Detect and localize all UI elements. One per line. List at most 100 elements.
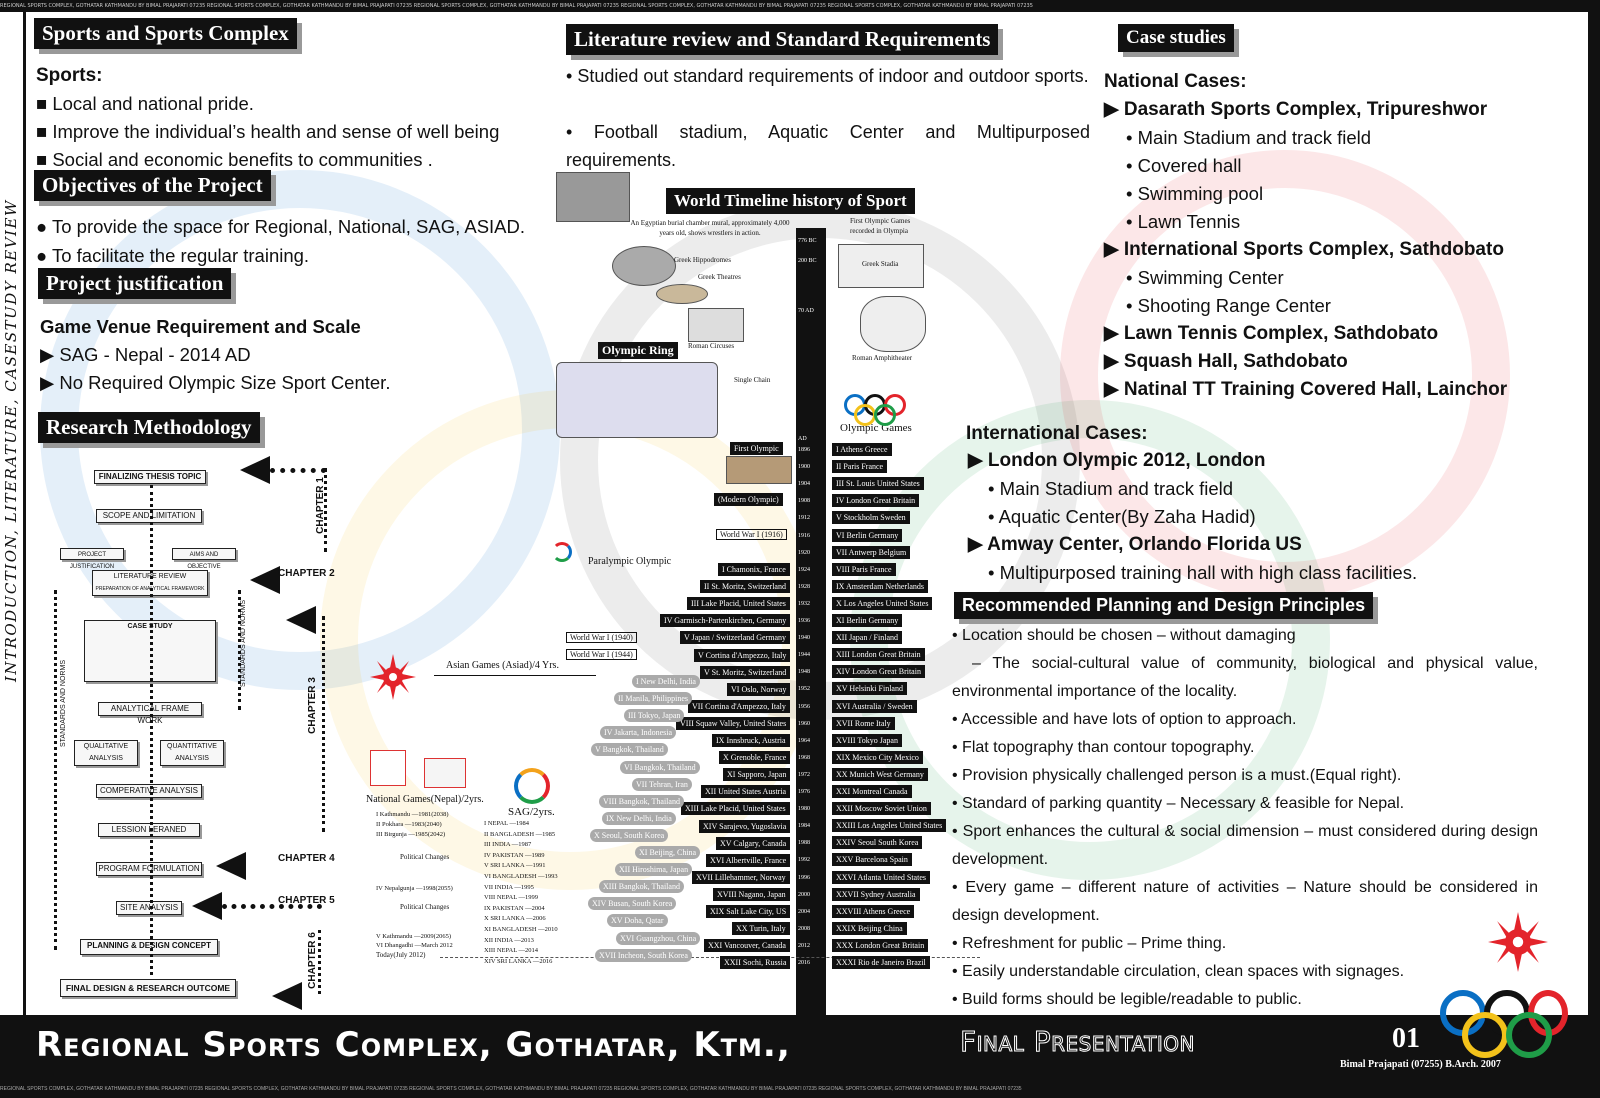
sag-entry: VIII NEPAL —1999 [484, 894, 539, 902]
timeline-year: 2012 [798, 942, 810, 949]
summer-games-entry: XXVIII Athens Greece [832, 904, 915, 918]
nepal-olympic-logo [424, 758, 466, 788]
national-cases-heading: National Cases: [1104, 71, 1247, 92]
sports-item-text: Improve the individual’s health and sens… [52, 121, 500, 142]
today-line [440, 957, 980, 958]
chapter-dots [222, 904, 322, 909]
year-200bc: 200 BC [798, 258, 817, 264]
asian-games-entry: I New Delhi, India [632, 675, 700, 688]
principles-title: Recommended Planning and Design Principl… [954, 592, 1374, 619]
justification-title: Project justification [38, 268, 232, 299]
summer-games-entry: XIII London Great Britain [832, 648, 925, 662]
sag-entry: VI BANGLADESH —1993 [484, 873, 558, 880]
flow-line-left [54, 590, 57, 950]
modern-olympic-label: (Modern Olympic) [714, 493, 783, 506]
winter-games-entry: XIX Salt Lake City, US [706, 905, 791, 918]
principle-item: • Location should be chosen – without da… [952, 627, 1296, 644]
summer-games-entry: XXIII Los Angeles United States [832, 819, 947, 833]
box-scope: SCOPE AND LIMITATION [96, 509, 202, 523]
summer-games-entry: XI Berlin Germany [832, 614, 903, 627]
summer-games-entry: XXII Moscow Soviet Union [832, 802, 931, 816]
winter-games-entry: XXI Vancouver, Canada [704, 939, 790, 953]
sag-entry: VII INDIA —1995 [484, 883, 534, 891]
asian-games-entry: XVI Guangzhou, China [616, 931, 701, 945]
asian-games-entry: X Seoul, South Korea [590, 828, 669, 842]
sag-entry: IX PAKISTAN —2004 [484, 904, 545, 912]
sports-item-text: Local and national pride. [52, 93, 254, 114]
sag-entry: XIII NEPAL —2014 [484, 947, 539, 955]
box-thesis: FINALIZING THESIS TOPIC [94, 470, 206, 484]
summer-games-entry: XXVI Atlanta United States [832, 870, 930, 884]
winter-games-entry: I Chamonix, France [718, 563, 790, 576]
asian-games-entry: XV Doha, Qatar [607, 914, 668, 928]
summer-games-entry: XII Japan / Finland [832, 631, 902, 645]
timeline-year: 1912 [798, 515, 810, 522]
principle-item: • Flat topography than contour topograph… [952, 739, 1255, 756]
objective-text: To facilitate the regular training. [51, 245, 310, 266]
timeline-year: 1988 [798, 840, 810, 847]
olympic-games-label: Olympic Games [840, 422, 912, 434]
theatre-image [656, 284, 708, 304]
winter-games-entry: VII Cortina d'Ampezzo, Italy [688, 699, 790, 713]
side-label-right: STANDARDS AND NORMS [240, 600, 247, 687]
winter-games-entry: XVII Lillehammer, Norway [692, 870, 790, 884]
box-project-justification: PROJECT JUSTIFICATION [60, 548, 124, 570]
summer-games-entry: XXV Barcelona Spain [832, 853, 912, 867]
asian-games-label: Asian Games (Asiad)/4 Yrs. [446, 660, 559, 671]
winter-games-entry: XIV Sarajevo, Yugoslavia [699, 819, 791, 833]
timeline-year: 2016 [798, 960, 810, 966]
principle-item: • Provision physically challenged person… [952, 767, 1402, 784]
chapter-arrow-icon [286, 606, 316, 634]
chapter-1-label: CHAPTER 1 [314, 477, 326, 534]
literature-item-1: • Studied out standard requirements of i… [566, 66, 1089, 86]
ww2a-label: World War I (1940) [566, 632, 637, 643]
winter-games-entry: X Grenoble, France [719, 751, 791, 765]
timeline-year: 1900 [798, 464, 810, 471]
winter-games-entry: V St. Moritz, Switzerland [700, 665, 791, 679]
sports-title: Sports and Sports Complex [34, 18, 297, 49]
objectives-title: Objectives of the Project [34, 170, 271, 201]
winter-games-entry: XXII Sochi, Russia [720, 956, 791, 970]
national-games-label: National Games(Nepal)/2yrs. [366, 794, 484, 805]
timeline-year: 2008 [798, 925, 810, 932]
chapter-arrow-icon [216, 852, 246, 880]
principle-item: • Easily understandable circulation, cle… [952, 963, 1405, 980]
chapter-arrow-icon [192, 892, 222, 920]
roman-circus-image [688, 308, 744, 342]
winter-games-entry: IX Innsbruck, Austria [712, 734, 790, 747]
timeline-year: 2000 [798, 891, 810, 898]
winter-games-entry: XI Sapporo, Japan [723, 768, 791, 782]
year-776bc: 776 BC [798, 238, 817, 244]
national-games-entry: VI Dhangadhi —March 2012 [376, 942, 453, 949]
summer-games-entry: VII Antwerp Belgium [832, 545, 911, 559]
olympic-ring-yellow-icon [1462, 1012, 1508, 1058]
flow-line-right [238, 590, 241, 710]
footer: Regional Sports Complex, Gothatar, Ktm.,… [0, 1015, 1600, 1098]
national-games-entry: I Kathmandu —1981(2038) [376, 811, 449, 818]
roman-circus-label: Roman Circuses [688, 342, 735, 350]
chapter-4-label: CHAPTER 4 [278, 853, 335, 864]
olympic-ring-title: Olympic Ring [598, 342, 678, 359]
timeline-year: 1960 [798, 720, 810, 727]
paralympic-label: Paralympic Olympic [588, 556, 672, 567]
timeline-year: 1976 [798, 789, 810, 795]
justification-text: No Required Olympic Size Sport Center. [59, 372, 391, 393]
case-item: ▶ Squash Hall, Sathdobato [1104, 351, 1348, 372]
summer-games-entry: XXVII Sydney Australia [832, 887, 920, 901]
timeline-year: 1968 [798, 754, 810, 761]
side-label-left: STANDARDS AND NORMS [60, 660, 67, 747]
summer-games-entry: XVI Australia / Sweden [832, 699, 917, 713]
national-games-entry: IV Nepalgunja —1998(2055) [376, 885, 453, 892]
case-sub-item: • Multipurposed training hall with high … [988, 562, 1418, 583]
case-sub-item: • Lawn Tennis [1126, 211, 1241, 232]
literature-item-2: • Football stadium, Aquatic Center and M… [566, 122, 1090, 170]
box-aims: AIMS AND OBJECTIVE [172, 548, 236, 570]
winter-games-entry: V Japan / Switzerland Germany [680, 631, 791, 645]
sag-entry: II BANGLADESH —1985 [484, 830, 556, 838]
chapter-dots [322, 616, 325, 832]
literature-text: Football stadium, Aquatic Center and Mul… [566, 122, 1090, 170]
chapter-dots [318, 930, 321, 994]
justification-heading: Game Venue Requirement and Scale [40, 316, 361, 337]
winter-games-entry: VI Oslo, Norway [727, 682, 791, 696]
olympic-ring-icon [854, 404, 876, 426]
